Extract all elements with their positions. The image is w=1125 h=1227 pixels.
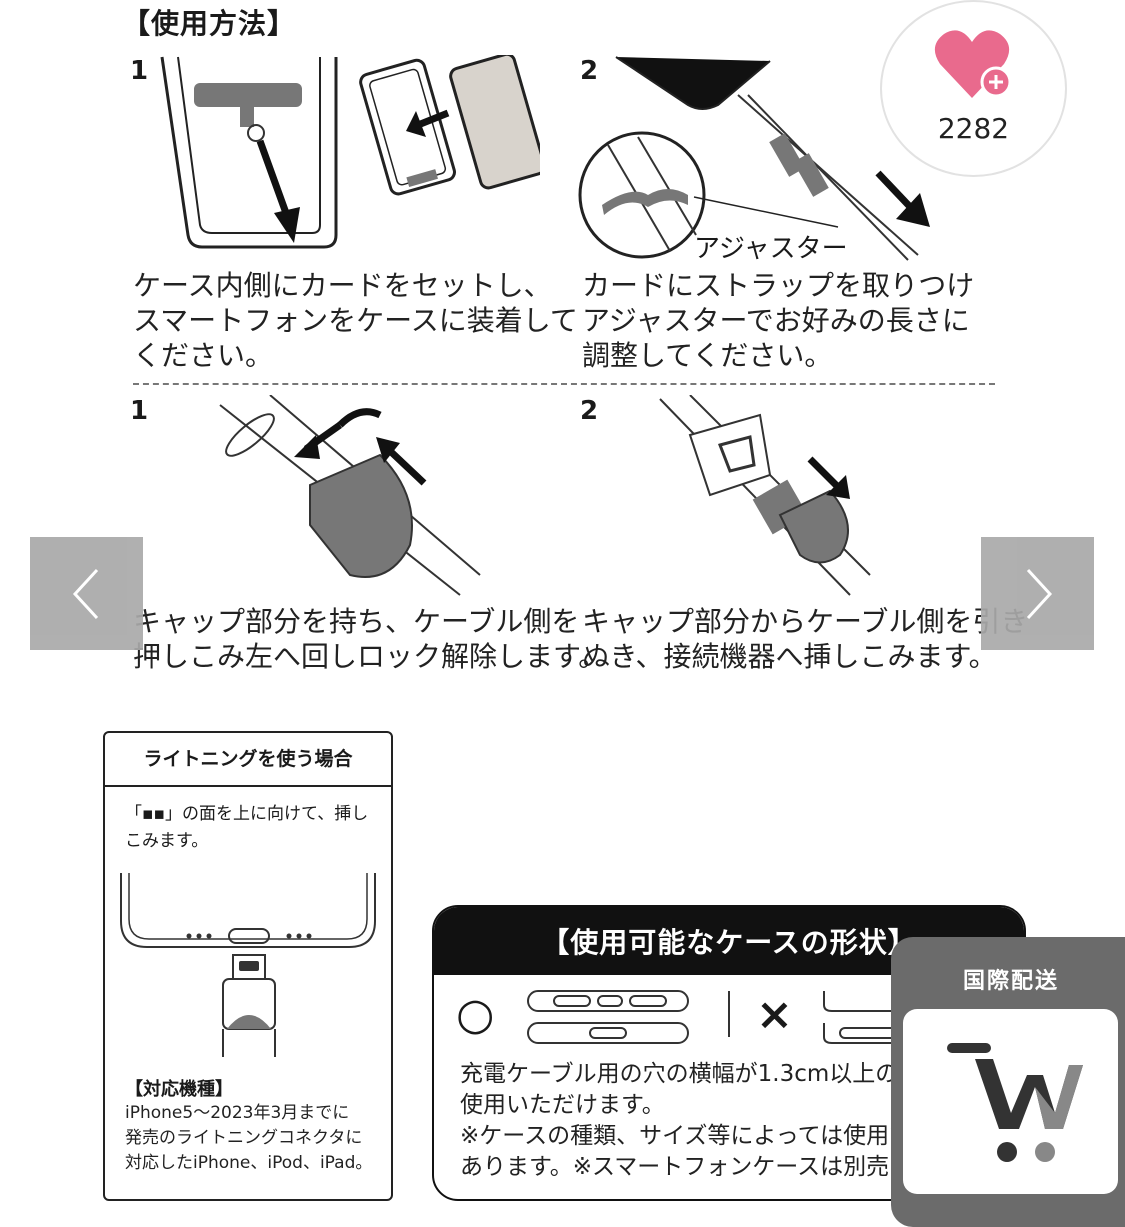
step-caption: ケース内側にカードをセットし、 スマートフォンをケースに装着して ください。 — [133, 269, 578, 372]
like-button[interactable]: 2282 — [880, 0, 1067, 177]
ok-case-shape-illustration — [527, 990, 689, 1044]
page-title: 【使用方法】 — [122, 7, 297, 40]
ng-case-shape-illustration — [823, 991, 912, 1044]
section-divider — [133, 383, 995, 385]
step-caption: キャップ部分を持ち、ケーブル側を 押しこみ左へ回しロック解除します。 — [133, 605, 607, 673]
models-text: iPhone5〜2023年3月までに 発売のライトニングコネクタに 対応したiP… — [125, 1103, 373, 1173]
cap-unlock-illustration — [219, 395, 481, 596]
like-count: 2282 — [937, 112, 1010, 145]
divider — [728, 991, 730, 1037]
international-shipping-label: 国際配送 — [962, 969, 1059, 994]
lightning-info-box: ライトニングを使う場合 「▪▪」の面を上に向けて、挿し こみます。 【対応機種】… — [103, 731, 393, 1201]
case-card-illustration — [160, 55, 540, 249]
step-number: 2 — [580, 396, 599, 426]
lightning-connector-illustration — [120, 873, 376, 1057]
cap-remove-illustration — [659, 395, 871, 596]
ng-mark: × — [756, 989, 793, 1040]
step-caption: キャップ部分からケーブル側を引き ぬき、接続機器へ挿しこみます。 — [582, 605, 1029, 673]
chevron-right-icon — [1026, 568, 1052, 619]
step-number: 1 — [130, 396, 149, 426]
adjuster-label: アジャスター — [694, 234, 848, 264]
heart-plus-icon — [934, 30, 1012, 98]
models-title: 【対応機種】 — [125, 1079, 233, 1100]
ok-mark: ○ — [456, 989, 495, 1040]
step-number: 1 — [130, 56, 149, 86]
case-box-text: 充電ケーブル用の穴の横幅が1.3cm以上の 使用いただけます。 ※ケースの種類、… — [460, 1061, 936, 1180]
cart-logo-icon — [947, 1043, 1083, 1162]
international-shipping-button[interactable]: 国際配送 — [891, 937, 1125, 1227]
store-logo — [903, 1009, 1118, 1194]
step-number: 2 — [580, 56, 599, 86]
step-caption: カードにストラップを取りつけ アジャスターでお好みの長さに 調整してください。 — [582, 269, 975, 372]
carousel-prev-button[interactable] — [30, 537, 143, 650]
strap-adjuster-illustration — [578, 56, 930, 261]
lightning-instruction: 「▪▪」の面を上に向けて、挿し こみます。 — [125, 804, 369, 851]
lightning-box-header: ライトニングを使う場合 — [105, 733, 391, 787]
carousel-next-button[interactable] — [981, 537, 1094, 650]
chevron-left-icon — [72, 568, 98, 619]
